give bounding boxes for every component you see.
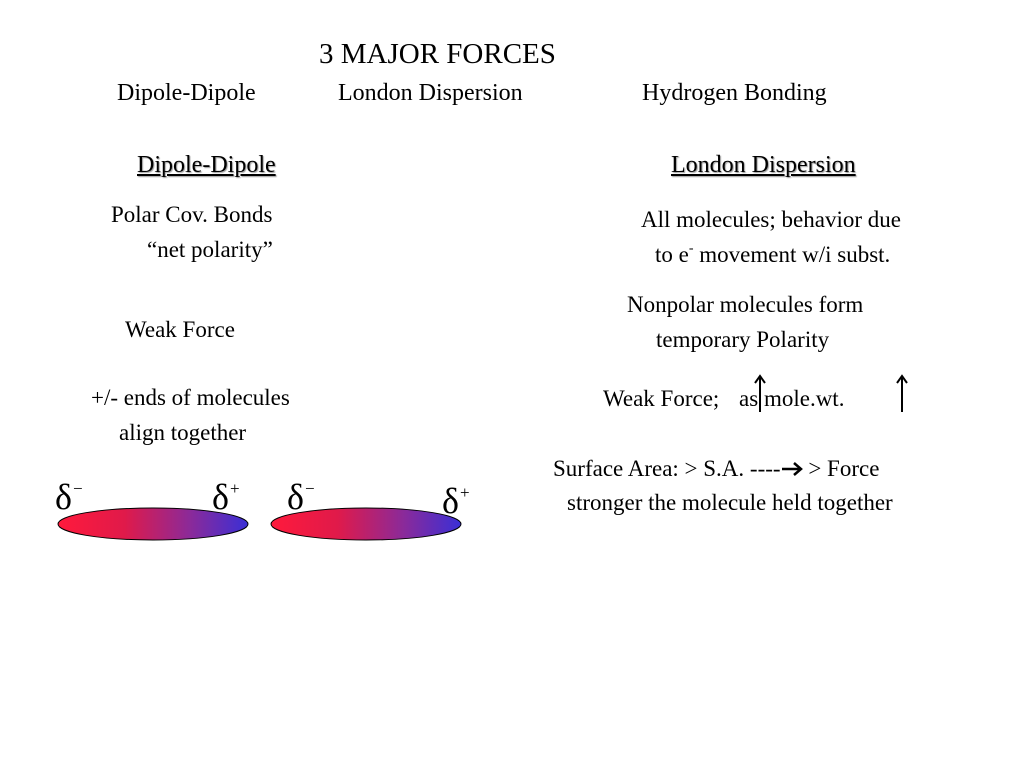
- london-heading: London Dispersion: [671, 152, 856, 178]
- london-nonpolar: Nonpolar molecules form: [627, 292, 864, 317]
- force-london-dispersion: London Dispersion: [338, 80, 523, 106]
- dipole-heading: Dipole-Dipole: [137, 152, 276, 178]
- up-arrow-icon: [754, 374, 766, 412]
- london-surface-area: Surface Area: > S.A. ---- > Force: [553, 456, 880, 481]
- dipole-molecule-1: [57, 507, 249, 541]
- delta-minus-2: δ−: [287, 477, 315, 517]
- dipole-net-polarity: “net polarity”: [147, 237, 273, 262]
- london-stronger: stronger the molecule held together: [567, 490, 893, 515]
- delta-plus-2: δ+: [442, 481, 470, 521]
- delta-plus-1: δ+: [212, 477, 240, 517]
- dipole-polar-bonds: Polar Cov. Bonds: [111, 202, 273, 227]
- london-all-molecules: All molecules; behavior due: [641, 207, 901, 232]
- force-hydrogen-bonding: Hydrogen Bonding: [642, 80, 827, 106]
- london-temporary-polarity: temporary Polarity: [656, 327, 830, 352]
- dipole-weak-force: Weak Force: [125, 317, 235, 342]
- dipole-ends-line2: align together: [119, 420, 247, 445]
- force-dipole-dipole: Dipole-Dipole: [117, 80, 256, 106]
- right-arrow-icon: [781, 462, 803, 476]
- page-title: 3 MAJOR FORCES: [319, 38, 556, 70]
- delta-minus-1: δ−: [55, 477, 83, 517]
- up-arrow-icon: [896, 374, 908, 412]
- dipole-ends-line1: +/- ends of molecules: [91, 385, 290, 410]
- london-weak-force: Weak Force; as mole.wt.: [603, 386, 845, 411]
- london-electron-movement: to e- movement w/i subst.: [655, 241, 891, 267]
- dipole-molecule-2: [270, 507, 462, 541]
